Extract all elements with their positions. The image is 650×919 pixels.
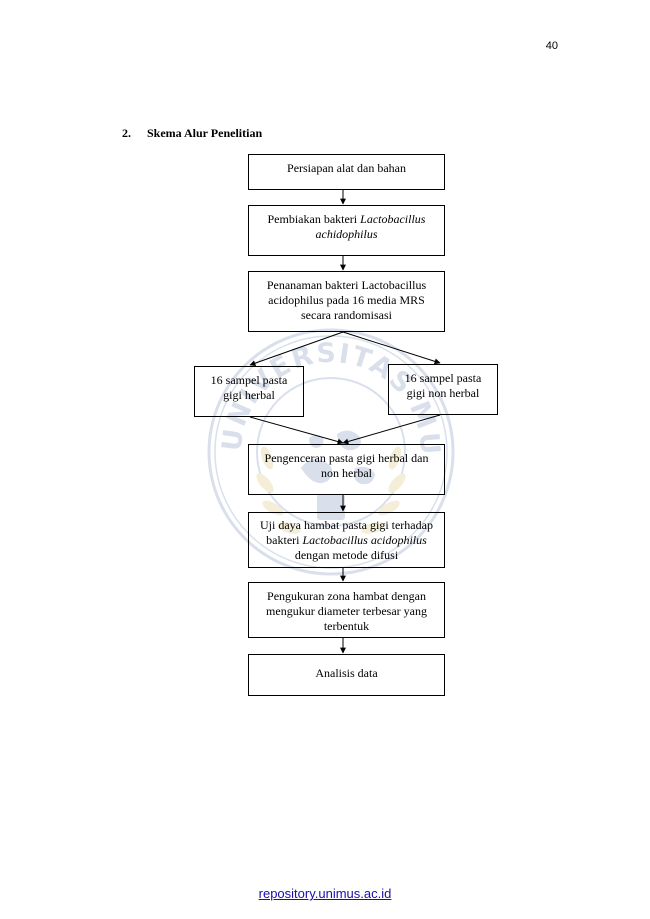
flow-step-inhibition-test: Uji daya hambat pasta gigi terhadap bakt… — [248, 512, 445, 568]
flow-step-inhibition-test-text: Uji daya hambat pasta gigi terhadap bakt… — [260, 518, 433, 547]
flow-branch-non-herbal: 16 sampel pasta gigi non herbal — [388, 364, 498, 415]
section-number: 2. — [122, 126, 131, 140]
flow-step-dilution-text: Pengenceran pasta gigi herbal dan non he… — [264, 451, 429, 480]
flow-step-bacteria-culture: Pembiakan bakteri Lactobacillus achidoph… — [248, 205, 445, 256]
flow-branch-herbal-text: 16 sampel pasta gigi herbal — [210, 373, 288, 402]
repository-link[interactable]: repository.unimus.ac.id — [258, 886, 392, 901]
flow-branch-herbal: 16 sampel pasta gigi herbal — [194, 366, 304, 417]
species-name: Lactobacillus achidophilus — [315, 212, 426, 241]
arrow-step3-left — [249, 331, 344, 367]
page-number: 40 — [545, 40, 558, 52]
flow-branch-non-herbal-text: 16 sampel pasta gigi non herbal — [404, 371, 482, 400]
flow-step-preparation: Persiapan alat dan bahan — [248, 154, 445, 190]
flow-step-bacteria-culture-text: Pembiakan bakteri — [267, 212, 361, 226]
section-title: Skema Alur Penelitian — [147, 126, 263, 140]
arrow-right-step4 — [342, 414, 441, 445]
flow-step-planting: Penanaman bakteri Lactobacillus acidophi… — [248, 271, 445, 332]
flow-step-measurement-text: Pengukuran zona hambat dengan mengukur d… — [266, 589, 427, 633]
flow-step-preparation-text: Persiapan alat dan bahan — [287, 161, 406, 175]
flow-step-dilution: Pengenceran pasta gigi herbal dan non he… — [248, 444, 445, 495]
species-name: Lactobacillus acidophilus — [302, 533, 427, 547]
flow-step-measurement: Pengukuran zona hambat dengan mengukur d… — [248, 582, 445, 638]
arrow-step3-right — [342, 331, 441, 365]
section-heading: 2. Skema Alur Penelitian — [122, 126, 262, 141]
flow-step-analysis-text: Analisis data — [315, 666, 378, 680]
arrow-left-step4 — [249, 416, 344, 445]
flow-step-inhibition-test-suffix: dengan metode difusi — [294, 548, 399, 562]
flow-step-analysis: Analisis data — [248, 654, 445, 696]
flow-step-planting-text: Penanaman bakteri Lactobacillus acidophi… — [266, 278, 427, 322]
